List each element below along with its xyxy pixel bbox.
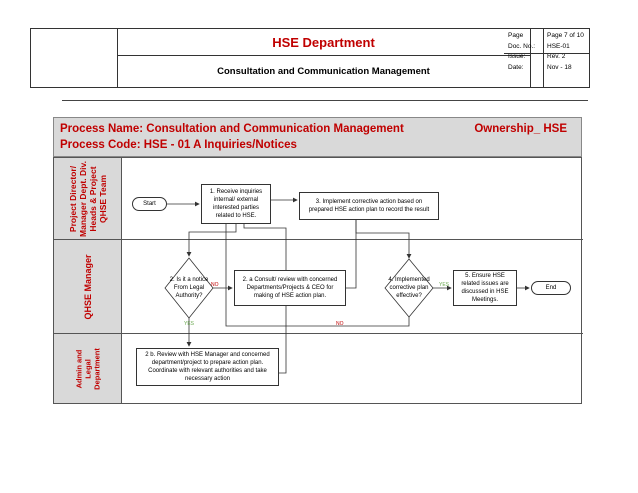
department-title: HSE Department	[117, 29, 530, 56]
lane-label-project: Project Director/ Manager Dept. Div. Hea…	[54, 158, 122, 240]
document-header: HSE Department Consultation and Communic…	[30, 28, 590, 88]
edge-label-yes: YES	[184, 321, 195, 327]
divider	[62, 100, 588, 101]
meta-value: Nov - 18	[547, 63, 572, 71]
meta-value: Page 7 of 10	[547, 32, 584, 39]
flow-connectors	[167, 197, 530, 374]
swimlane-area: Project Director/ Manager Dept. Div. Hea…	[53, 157, 583, 404]
end-terminal: End	[531, 281, 571, 295]
edge-label-no: NO	[211, 282, 219, 288]
meta-label: Issue:	[508, 53, 526, 60]
lane-label-qhse: QHSE Manager	[54, 240, 122, 334]
process-name: Process Name: Consultation and Communica…	[60, 123, 404, 135]
process-code: Process Code: HSE - 01 A Inquiries/Notic…	[60, 139, 297, 151]
meta-labels: Page Doc. No.: Issue: Date:	[508, 31, 535, 73]
step-5-box: 5. Ensure HSE related issues are discuss…	[453, 270, 517, 306]
meta-label: Page	[508, 32, 524, 39]
process-title-bar: Process Name: Consultation and Communica…	[53, 117, 582, 157]
meta-label: Doc. No.:	[508, 42, 536, 50]
meta-value: Rev. 2	[547, 53, 566, 60]
logo-cell	[31, 29, 118, 87]
decision-4-diamond	[384, 258, 434, 318]
meta-label: Date:	[508, 63, 524, 71]
process-ownership: Ownership_ HSE	[474, 123, 567, 135]
decision-2-diamond	[164, 257, 214, 319]
step-3-box: 3. Implement corrective action based on …	[299, 192, 439, 220]
edge-label-yes: YES	[439, 282, 450, 288]
lane-separator	[122, 333, 583, 334]
step-1-box: 1. Receive inquiries internal/ external …	[201, 184, 271, 224]
step-2b-box: 2 b. Review with HSE Manager and concern…	[136, 348, 279, 386]
lane-separator	[122, 239, 583, 240]
edge-label-no: NO	[336, 321, 344, 327]
lane-label-admin: Admin and Legal Department	[54, 334, 122, 403]
meta-values: Page 7 of 10 HSE-01 Rev. 2 Nov - 18	[547, 31, 584, 73]
decision-4-text: 4. Implemented corrective plan effective…	[388, 277, 430, 299]
step-2a-box: 2. a Consult/ review with concerned Depa…	[234, 270, 346, 306]
document-subtitle: Consultation and Communication Managemen…	[217, 65, 430, 77]
start-terminal: Start	[132, 197, 167, 211]
title-cell: HSE Department Consultation and Communic…	[117, 29, 531, 87]
decision-2-text: 2. Is it a notice From Legal Authority?	[169, 277, 209, 299]
meta-value: HSE-01	[547, 42, 570, 50]
